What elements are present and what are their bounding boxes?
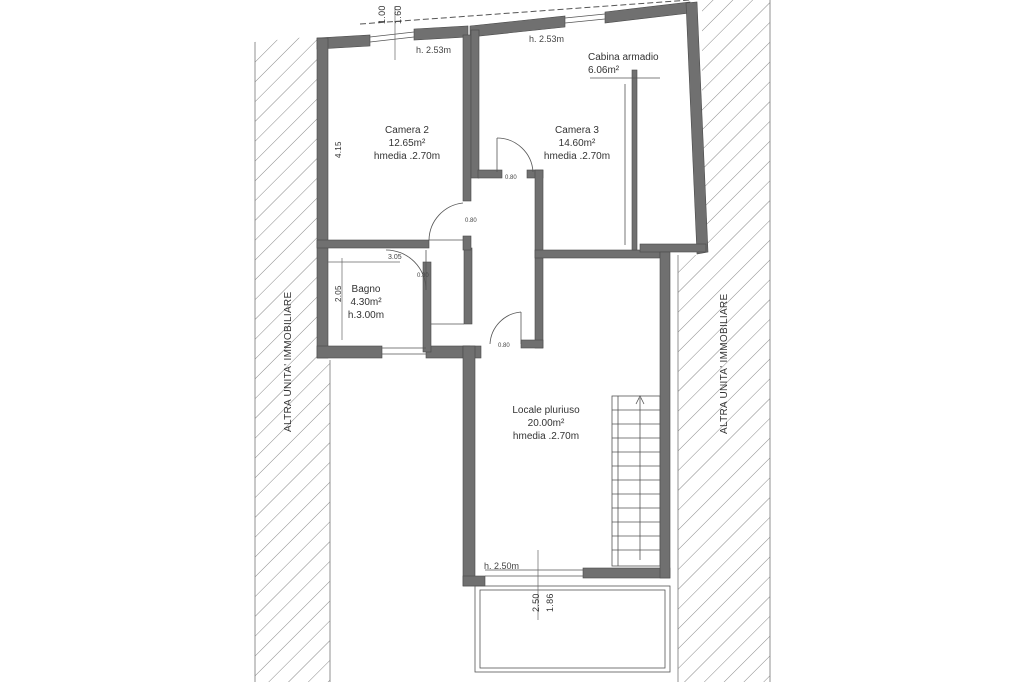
dim-bagno-side: 2.05 bbox=[334, 285, 343, 302]
room-locale: Locale pluriuso 20.00m² hmedia .2.70m bbox=[496, 404, 596, 443]
dim-window-b: 1.60 bbox=[393, 5, 403, 24]
adjacent-unit-right-hatch bbox=[678, 0, 770, 682]
dim-door-locale: 0.80 bbox=[498, 343, 510, 349]
room-bagno-name: Bagno bbox=[351, 284, 381, 295]
room-locale-name: Locale pluriuso bbox=[512, 405, 580, 416]
dim-door-bagno: 0.80 bbox=[417, 273, 429, 279]
room-bagno-height: h.3.00m bbox=[347, 310, 385, 321]
staircase bbox=[611, 395, 661, 567]
adjacent-unit-left-hatch bbox=[255, 36, 330, 682]
room-camera3: Camera 3 14.60m² hmedia .2.70m bbox=[527, 124, 627, 163]
room-camera2-area: 12.65m² bbox=[388, 138, 426, 149]
dim-balcony-b: 1.86 bbox=[545, 593, 555, 612]
room-camera3-height: hmedia .2.70m bbox=[543, 151, 611, 162]
room-camera3-name: Camera 3 bbox=[555, 125, 599, 136]
dim-door-camera3: 0.80 bbox=[505, 175, 517, 181]
dim-h-camera3: h. 2.53m bbox=[529, 34, 565, 44]
room-cabina-area: 6.06m² bbox=[588, 65, 620, 76]
room-cabina-name: Cabina armadio bbox=[588, 52, 659, 63]
dim-bagno-top: 3.05 bbox=[388, 254, 402, 261]
room-locale-height: hmedia .2.70m bbox=[512, 431, 580, 442]
adjacent-unit-left-label: ALTRA UNITA' IMMOBILIARE bbox=[283, 291, 294, 432]
room-bagno: Bagno 4.30m² h.3.00m bbox=[336, 283, 396, 322]
dim-h-camera2: h. 2.53m bbox=[416, 45, 452, 55]
room-bagno-area: 4.30m² bbox=[350, 297, 382, 308]
room-camera3-area: 14.60m² bbox=[558, 138, 596, 149]
room-camera2: Camera 2 12.65m² hmedia .2.70m bbox=[357, 124, 457, 163]
property-boundary-line bbox=[359, 0, 691, 25]
room-cabina: Cabina armadio 6.06m² bbox=[588, 51, 659, 77]
room-camera2-height: hmedia .2.70m bbox=[373, 151, 441, 162]
dim-h-locale: h. 2.50m bbox=[484, 561, 520, 571]
room-camera2-name: Camera 2 bbox=[385, 125, 429, 136]
dim-left-wall: 4.15 bbox=[334, 141, 343, 158]
dim-door-camera2: 0.80 bbox=[465, 218, 477, 224]
dim-window-a: 1.00 bbox=[377, 5, 387, 24]
room-locale-area: 20.00m² bbox=[527, 418, 565, 429]
dim-balcony-a: 2.50 bbox=[531, 593, 541, 612]
adjacent-unit-right-label: ALTRA UNITA' IMMOBILIARE bbox=[719, 293, 730, 434]
walls bbox=[316, 1, 709, 587]
